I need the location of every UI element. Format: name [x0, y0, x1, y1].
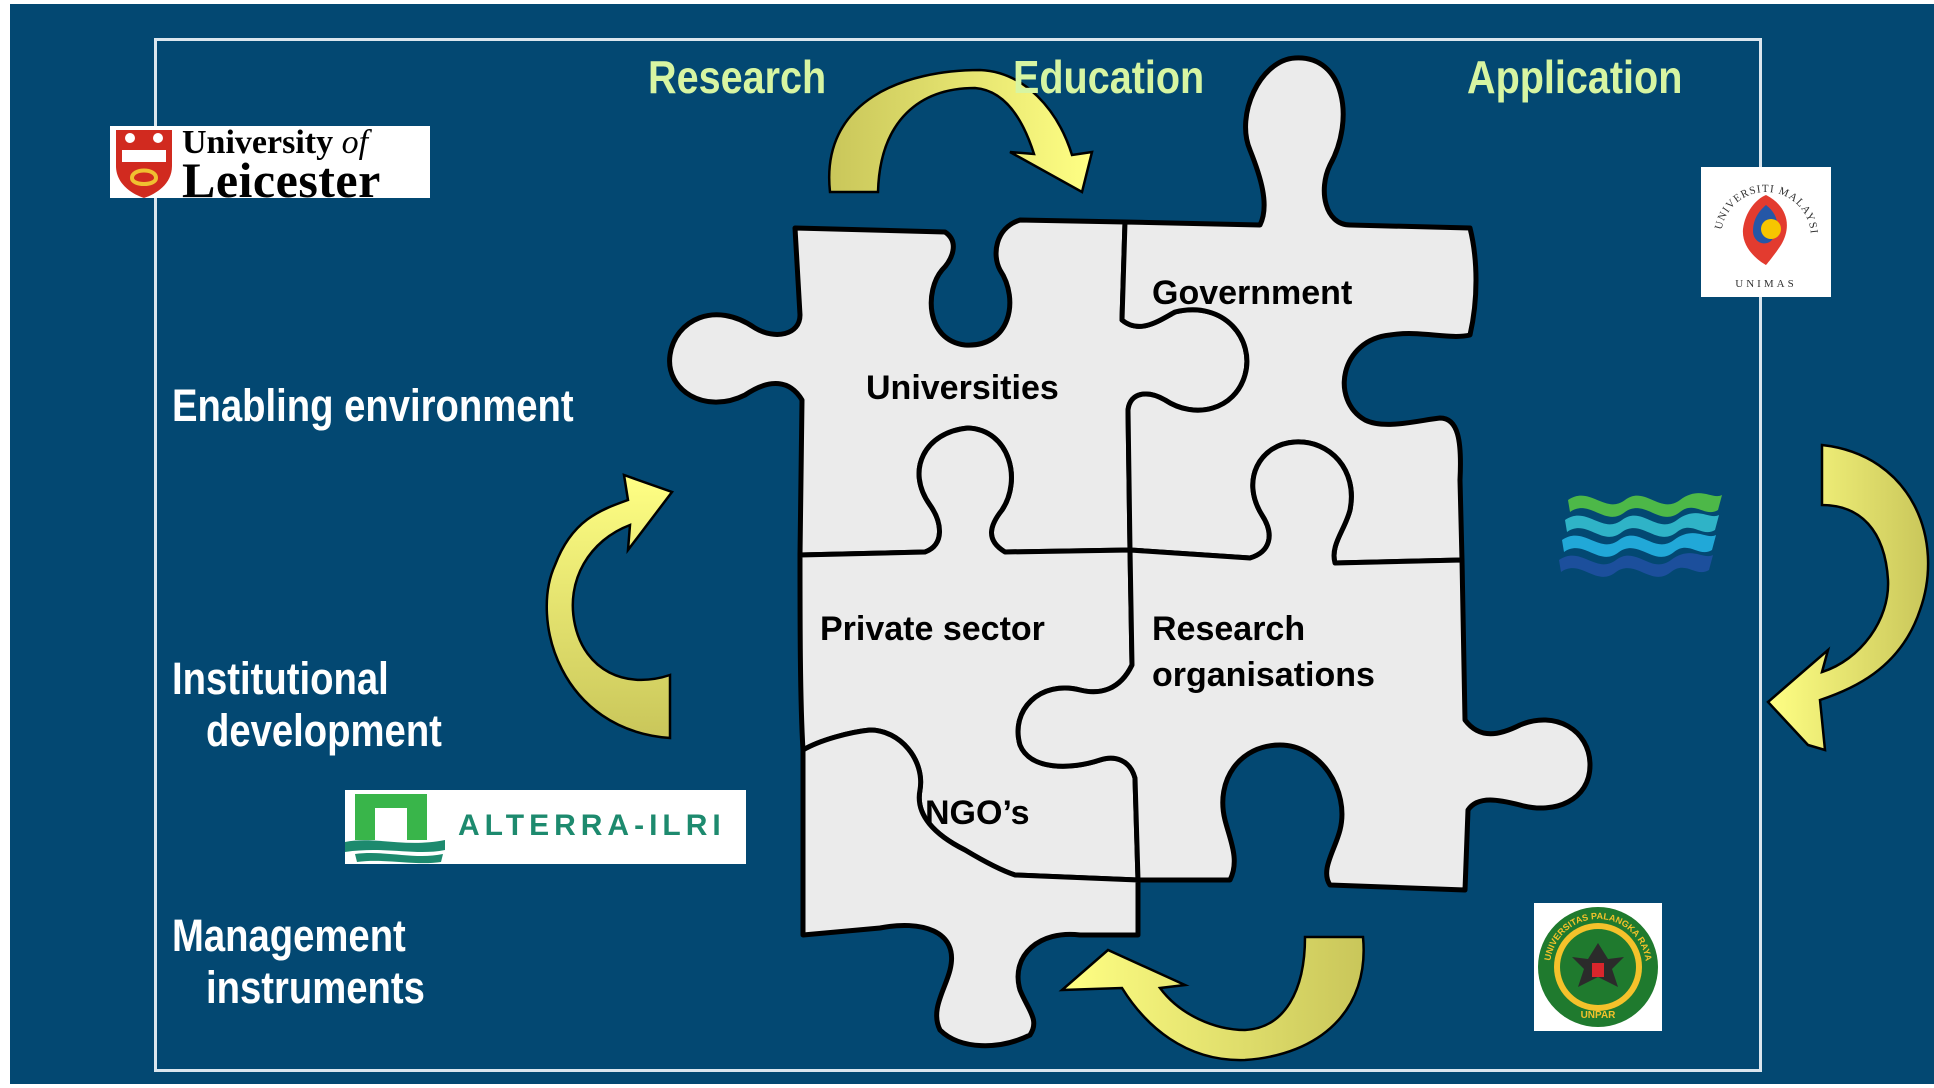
leicester-logo-university: University — [182, 124, 334, 161]
puzzle-piece-research — [1015, 439, 1593, 893]
alterra-logo-text: ALTERRA-ILRI — [458, 809, 726, 842]
water-waves-logo — [1559, 493, 1722, 577]
unimas-bottom-text: UNIMAS — [1735, 278, 1796, 290]
leicester-crest-icon — [116, 130, 172, 198]
label-management-line1: Management — [172, 910, 406, 961]
header-research: Research — [648, 51, 827, 103]
piece-label-ngos: NGO’s — [925, 794, 1030, 832]
piece-label-research-line1: Research — [1152, 610, 1306, 648]
puzzle-piece-ngos — [800, 727, 1141, 1049]
label-management-instruments: Management instruments — [172, 910, 425, 1014]
label-institutional-line2: development — [206, 705, 442, 756]
piece-label-private-sector: Private sector — [820, 610, 1045, 648]
unpar-bottom-text: UNPAR — [1581, 1010, 1617, 1021]
alterra-ilri-logo: ALTERRA-ILRI — [345, 790, 746, 864]
cycle-arrow-left — [545, 473, 675, 740]
slide-frame — [154, 38, 1762, 1072]
label-institutional-development: Institutional development — [172, 653, 442, 757]
header-application: Application — [1467, 51, 1683, 103]
label-institutional-line1: Institutional — [172, 653, 389, 704]
label-enabling-text: Enabling environment — [172, 380, 574, 431]
puzzle-piece-government — [1119, 55, 1479, 566]
alterra-emblem-icon — [345, 790, 455, 864]
unpar-emblem-icon: UNIVERSITAS PALANGKA RAYA UNPAR — [1538, 907, 1658, 1027]
header-education: Education — [1013, 51, 1205, 103]
cycle-arrow-right — [1766, 443, 1930, 752]
unimas-emblem-icon: UNIVERSITI MALAYSIA SARAWAK UNIMAS — [1696, 158, 1819, 290]
university-of-leicester-logo: University of Leicester — [110, 124, 430, 208]
label-enabling-environment: Enabling environment — [172, 380, 574, 432]
cycle-arrow-top — [827, 68, 1094, 194]
piece-label-research-line2: organisations — [1152, 656, 1375, 694]
leicester-logo-line2: Leicester — [182, 152, 381, 208]
leicester-logo-line1: University of — [182, 124, 368, 162]
cycle-arrow-bottom — [1058, 935, 1365, 1062]
piece-label-research-organisations: Research organisations — [1152, 606, 1375, 698]
leicester-logo-of: of — [341, 124, 369, 161]
label-management-line2: instruments — [206, 962, 425, 1013]
unimas-logo: UNIVERSITI MALAYSIA SARAWAK UNIMAS — [1696, 158, 1831, 297]
piece-label-universities: Universities — [866, 369, 1059, 407]
unpar-logo: UNIVERSITAS PALANGKA RAYA UNPAR — [1534, 903, 1662, 1031]
piece-label-government: Government — [1152, 274, 1353, 312]
